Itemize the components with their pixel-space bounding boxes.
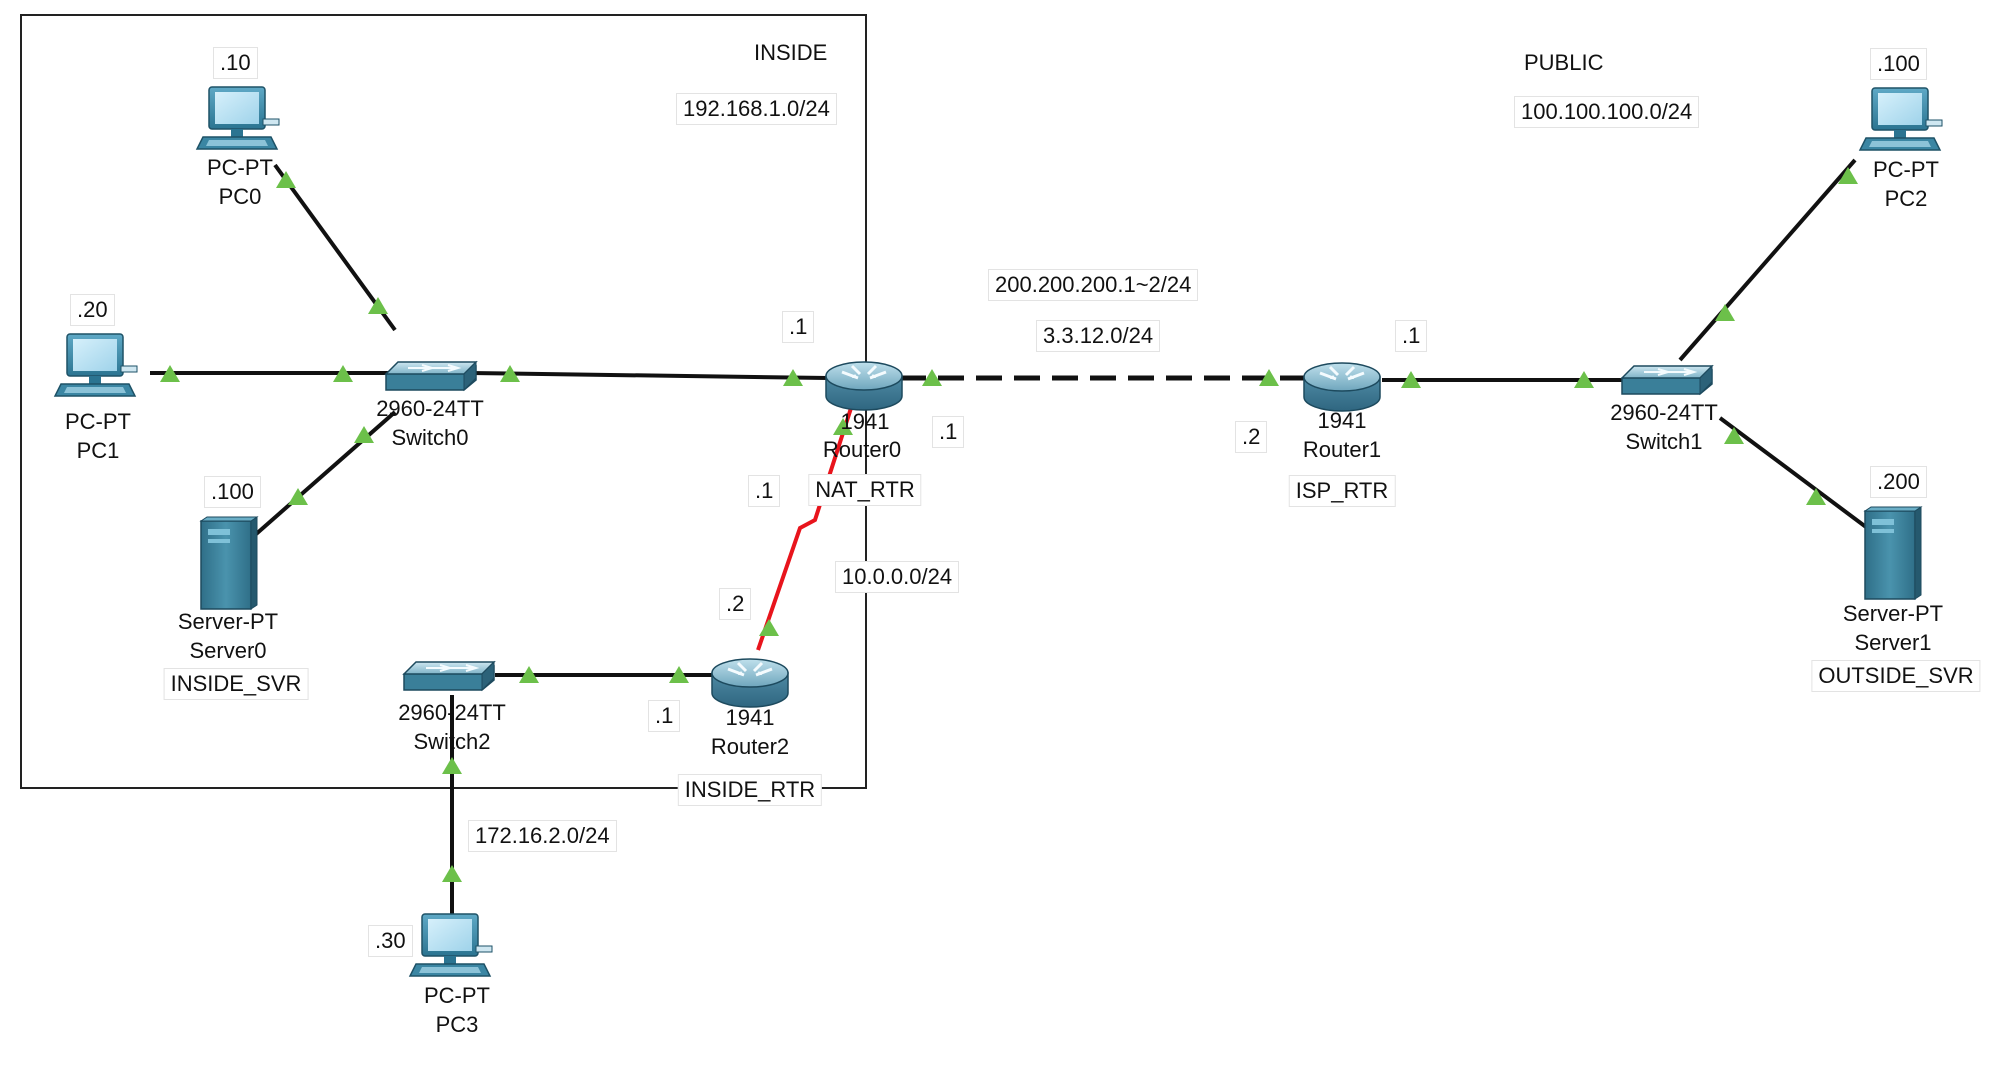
pc2-icon[interactable] <box>1859 87 1943 151</box>
pc0-model-label: PC-PT <box>207 155 273 180</box>
server1-model-label: Server-PT <box>1842 601 1944 626</box>
server0-ip-label: .100 <box>204 476 261 508</box>
pc3-name-label: PC3 <box>435 1012 479 1037</box>
pc2-model-label: PC-PT <box>1873 157 1939 182</box>
pc2-name-label: PC2 <box>1884 186 1928 211</box>
router0-model-label: 1941 <box>840 409 890 434</box>
server0-icon[interactable] <box>200 516 258 610</box>
switch1-icon[interactable] <box>1621 365 1713 395</box>
server0-model-label: Server-PT <box>177 609 279 634</box>
cable-switch0-router0[interactable] <box>469 371 829 380</box>
cable-switch1-server1[interactable] <box>1718 416 1872 532</box>
pc0-ip-label: .10 <box>213 47 258 79</box>
router1-lan-ip-label: .1 <box>1395 320 1428 352</box>
router0-name-label: Router0 <box>822 437 902 462</box>
serial-subnet-label: 10.0.0.0/24 <box>835 561 960 593</box>
router2-serial-ip-label: .2 <box>719 588 752 620</box>
server1-ip-label: .200 <box>1870 466 1927 498</box>
router2-hostname-label: INSIDE_RTR <box>677 774 823 806</box>
router1-name-label: Router1 <box>1302 437 1382 462</box>
switch1-model-label: 2960-24TT <box>1610 400 1718 425</box>
switch0-name-label: Switch0 <box>391 425 469 450</box>
pc2-ip-label: .100 <box>1870 48 1927 80</box>
pc3-model-label: PC-PT <box>424 983 490 1008</box>
router0-lan-ip-label: .1 <box>782 311 815 343</box>
pc3-icon[interactable] <box>409 913 493 977</box>
router2-model-label: 1941 <box>725 705 775 730</box>
pc0-name-label: PC0 <box>218 184 262 209</box>
pc1-icon[interactable] <box>54 333 138 397</box>
switch2-name-label: Switch2 <box>413 729 491 754</box>
router0-hostname-label: NAT_RTR <box>808 474 922 506</box>
router2-icon[interactable] <box>710 657 790 709</box>
router1-hostname-label: ISP_RTR <box>1288 475 1396 507</box>
pc3-ip-label: .30 <box>368 925 413 957</box>
public-zone-subnet: 100.100.100.0/24 <box>1514 96 1700 128</box>
pc1-name-label: PC1 <box>76 438 120 463</box>
pc1-ip-label: .20 <box>70 294 115 326</box>
cable-switch1-pc2[interactable] <box>1678 158 1857 362</box>
switch2-icon[interactable] <box>403 661 495 691</box>
router1-icon[interactable] <box>1302 361 1382 413</box>
router2-lan-ip-label: .1 <box>648 700 681 732</box>
inside-zone-subnet: 192.168.1.0/24 <box>676 93 837 125</box>
router0-serial-ip-label: .1 <box>748 475 781 507</box>
server0-hostname-label: INSIDE_SVR <box>163 668 309 700</box>
server1-hostname-label: OUTSIDE_SVR <box>1811 660 1981 692</box>
server0-name-label: Server0 <box>189 638 267 663</box>
router1-model-label: 1941 <box>1317 408 1367 433</box>
router2-name-label: Router2 <box>710 734 790 759</box>
switch0-model-label: 2960-24TT <box>376 396 484 421</box>
inside-zone-title: INSIDE <box>754 40 828 65</box>
cable-server0-switch0[interactable] <box>253 410 397 537</box>
pc1-model-label: PC-PT <box>65 409 131 434</box>
router0-wan-ip-label: .1 <box>932 416 965 448</box>
pc0-icon[interactable] <box>196 86 280 150</box>
public-zone-title: PUBLIC <box>1524 50 1604 75</box>
switch0-icon[interactable] <box>385 361 477 391</box>
router0-icon[interactable] <box>824 360 904 412</box>
switch1-name-label: Switch1 <box>1625 429 1703 454</box>
server1-name-label: Server1 <box>1854 630 1932 655</box>
server1-icon[interactable] <box>1864 506 1922 600</box>
lan3-subnet-label: 172.16.2.0/24 <box>468 820 617 852</box>
serial-cable-router0-router2[interactable] <box>756 404 854 651</box>
switch2-model-label: 2960-24TT <box>398 700 506 725</box>
wan-range-label: 200.200.200.1~2/24 <box>988 269 1199 301</box>
router1-wan-ip-label: .2 <box>1235 421 1268 453</box>
wan-subnet-label: 3.3.12.0/24 <box>1036 320 1161 352</box>
